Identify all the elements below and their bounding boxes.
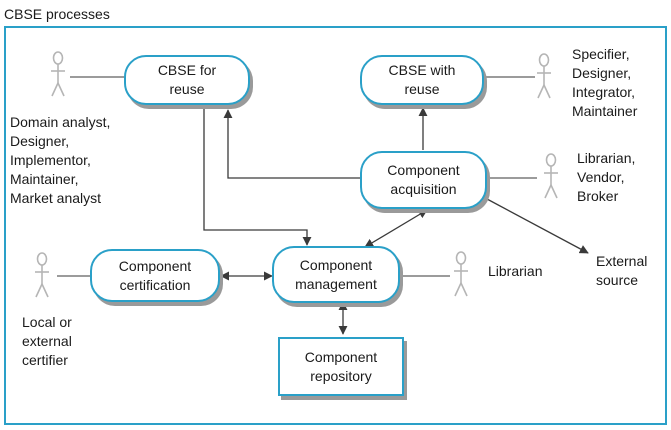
actor-icon-librarian — [454, 251, 468, 297]
role-label-certifier: Local or external certifier — [22, 314, 72, 368]
process-component-certification: Component certification — [90, 249, 220, 302]
external-source-label: External source — [596, 253, 648, 288]
diagram-title: CBSE processes — [4, 6, 110, 22]
role-label-specifier: Specifier, Designer, Integrator, Maintai… — [572, 46, 638, 119]
process-cbse-for-reuse: CBSE for reuse — [124, 55, 250, 105]
process-component-acquisition: Component acquisition — [360, 151, 487, 209]
process-component-management: Component management — [272, 246, 400, 303]
arrow-acquisition-to-external-source — [486, 198, 589, 254]
diagram-frame — [4, 26, 667, 425]
process-cbse-with-reuse: CBSE with reuse — [360, 55, 484, 105]
arrow-acquisition-to-cbse-for-reuse — [223, 109, 361, 179]
role-label-librarian-vendor-broker: Librarian, Vendor, Broker — [577, 150, 636, 204]
actor-icon-domain-analyst — [51, 51, 65, 97]
role-label-librarian: Librarian — [488, 263, 543, 279]
arrow-cbse-for-reuse-to-management — [203, 104, 312, 246]
store-component-repository: Component repository — [278, 337, 404, 396]
role-label-domain-analyst: Domain analyst, Designer, Implementor, M… — [10, 114, 111, 206]
actor-icon-librarian-vendor-broker — [544, 153, 558, 199]
arrow-acquisition-management — [364, 209, 428, 248]
actor-icon-certifier — [35, 252, 49, 298]
actor-icon-specifier — [537, 53, 551, 99]
